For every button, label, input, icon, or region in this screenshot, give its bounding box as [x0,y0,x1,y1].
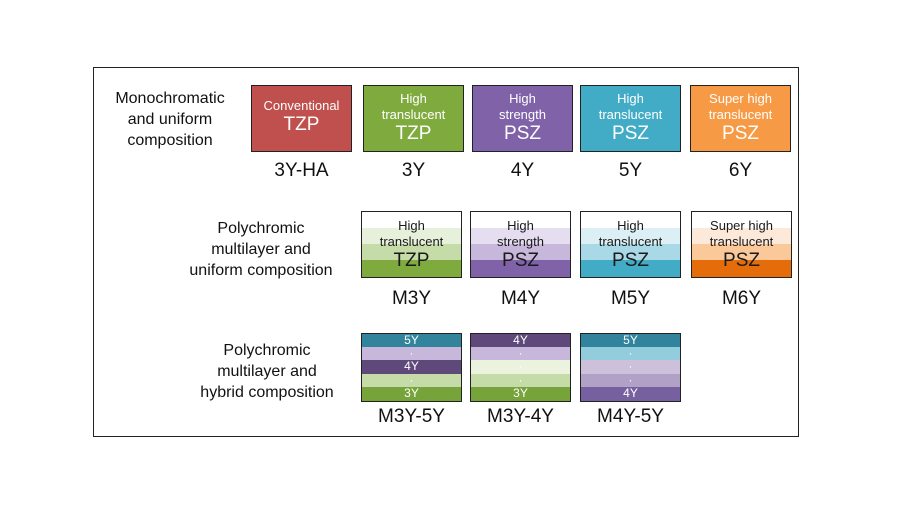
layer-band: · [471,373,570,388]
caption-m3y: M3Y [391,288,432,309]
box-subtitle: translucent [598,234,663,249]
color-band [692,212,791,229]
layer-band: · [362,346,461,362]
box-title: PSZ [504,123,541,144]
caption-3y-ha: 3Y-HA [274,160,329,181]
figure-frame [93,67,799,437]
box-title: PSZ [612,250,649,271]
box-title: TZP [395,123,432,144]
caption-m6y: M6Y [721,288,762,309]
color-band [581,244,680,261]
box-subtitle: High [617,91,644,106]
layer-band: · [471,360,570,375]
box-subtitle: strength [497,234,544,249]
box-title: PSZ [502,250,539,271]
mono-box-3y-ha: Conventional TZP [251,85,352,152]
box-subtitle: translucent [708,107,773,122]
caption-4y: 4Y [510,160,535,181]
hybrid-box-m3y-5y: 5Y·4Y·3Y [361,333,462,402]
caption-m4y-5y: M4Y-5Y [597,406,664,427]
layer-band: 4Y [362,360,461,375]
caption-5y: 5Y [618,160,643,181]
color-band [692,228,791,245]
caption-m3y-5y: M3Y-5Y [378,406,445,427]
hybrid-box-m3y-4y: 4Y···3Y [470,333,571,402]
box-subtitle: High [398,218,425,233]
color-band [471,260,570,277]
row-label-polychromic-uniform: Polychromic multilayer and uniform compo… [189,220,333,279]
hybrid-box-m4y-5y: 5Y···4Y [580,333,681,402]
box-subtitle: strength [499,107,546,122]
layer-band: · [581,346,680,362]
box-subtitle: Super high [709,91,772,106]
box-subtitle: High [400,91,427,106]
box-title: PSZ [723,250,760,271]
box-title: PSZ [722,123,759,144]
color-band [581,260,680,277]
layer-band: 5Y [581,334,680,349]
color-band [362,244,461,261]
row-label-polychromic-hybrid: Polychromic multilayer and hybrid compos… [200,342,334,401]
color-band [692,260,791,277]
layer-band: · [362,373,461,388]
box-subtitle: translucent [379,234,444,249]
color-band [362,212,461,229]
box-subtitle: High [507,218,534,233]
layer-band: · [471,346,570,362]
color-band [581,212,680,229]
color-band [471,212,570,229]
color-band [362,228,461,245]
box-subtitle: High [509,91,536,106]
color-band [581,228,680,245]
caption-m5y: M5Y [610,288,651,309]
color-band [471,228,570,245]
color-band [362,260,461,277]
layer-band: · [581,373,680,388]
box-subtitle: translucent [598,107,663,122]
layer-band: · [581,360,680,375]
box-subtitle: High [617,218,644,233]
caption-6y: 6Y [728,160,753,181]
box-subtitle: Super high [710,218,773,233]
caption-m3y-4y: M3Y-4Y [487,406,554,427]
layer-band: 4Y [581,386,680,401]
color-band [471,244,570,261]
layer-band: 3Y [471,386,570,401]
box-title: PSZ [612,123,649,144]
row-label-monochromatic: Monochromatic and uniform composition [115,90,225,149]
layer-band: 4Y [471,334,570,349]
layer-band: 5Y [362,334,461,349]
layer-band: 3Y [362,386,461,401]
box-subtitle: translucent [381,107,446,122]
box-title: TZP [393,250,430,271]
box-subtitle: translucent [709,234,774,249]
color-band [692,244,791,261]
caption-3y: 3Y [401,160,426,181]
caption-m4y: M4Y [500,288,541,309]
mono-box-fill [252,86,351,151]
